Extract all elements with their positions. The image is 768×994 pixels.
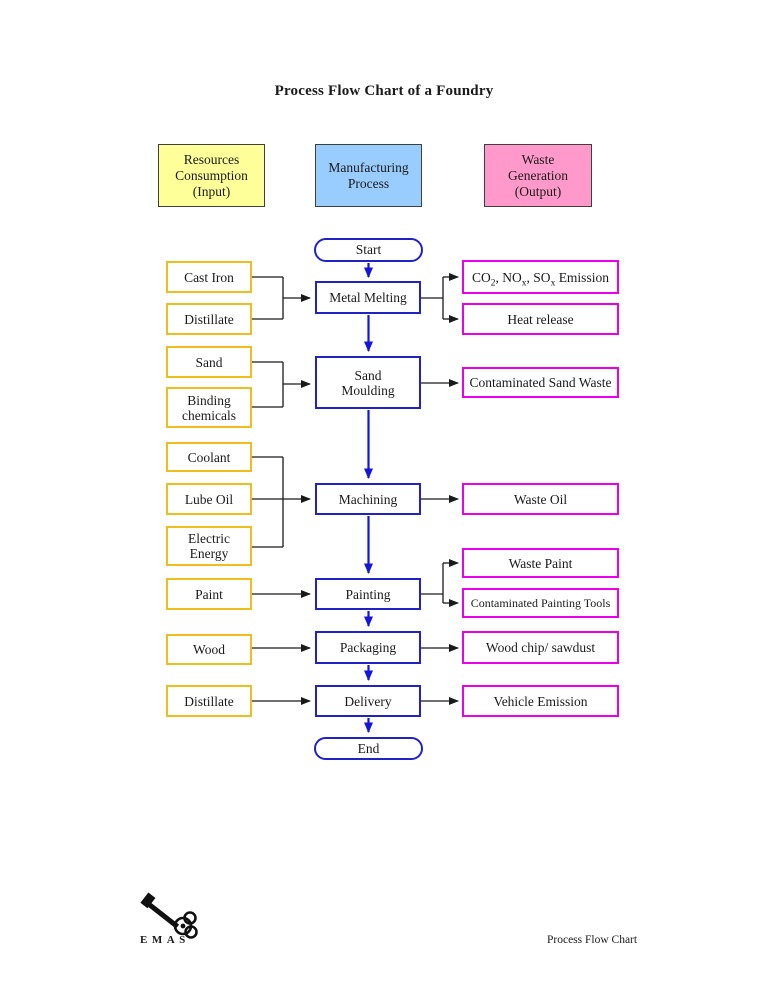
output-wood-chip-sawdust: Wood chip/ sawdust [462, 631, 619, 664]
emas-logo-text: EMAS [140, 934, 190, 946]
terminal-start: Start [314, 238, 423, 262]
input-paint: Paint [166, 578, 252, 610]
output-waste-oil: Waste Oil [462, 483, 619, 515]
input-coolant: Coolant [166, 442, 252, 472]
emas-key-icon [140, 892, 198, 939]
legend-resources-consumption: Resources Consumption (Input) [158, 144, 265, 207]
input-cast-iron: Cast Iron [166, 261, 252, 293]
process-machining: Machining [315, 483, 421, 515]
input-sand: Sand [166, 346, 252, 378]
emission-label: CO2, NOx, SOx Emission [472, 269, 609, 289]
output-contaminated-painting-tools: Contaminated Painting Tools [462, 588, 619, 618]
process-delivery: Delivery [315, 685, 421, 717]
input-electric-energy: Electric Energy [166, 526, 252, 566]
process-painting: Painting [315, 578, 421, 610]
output-contaminated-sand-waste: Contaminated Sand Waste [462, 367, 619, 398]
input-distillate-melting: Distillate [166, 303, 252, 335]
output-vehicle-emission: Vehicle Emission [462, 685, 619, 717]
input-lube-oil: Lube Oil [166, 483, 252, 515]
input-distillate-delivery: Distillate [166, 685, 252, 717]
output-heat-release: Heat release [462, 303, 619, 335]
process-packaging: Packaging [315, 631, 421, 664]
page-title: Process Flow Chart of a Foundry [274, 83, 494, 99]
legend-manufacturing-process: Manufacturing Process [315, 144, 422, 207]
process-sand-moulding: Sand Moulding [315, 356, 421, 409]
process-metal-melting: Metal Melting [315, 281, 421, 314]
input-wood: Wood [166, 634, 252, 665]
legend-waste-generation: Waste Generation (Output) [484, 144, 592, 207]
terminal-end: End [314, 737, 423, 760]
input-binding-chemicals: Binding chemicals [166, 387, 252, 428]
output-emissions: CO2, NOx, SOx Emission [462, 260, 619, 294]
output-waste-paint: Waste Paint [462, 548, 619, 578]
footer-caption: Process Flow Chart [547, 934, 638, 946]
